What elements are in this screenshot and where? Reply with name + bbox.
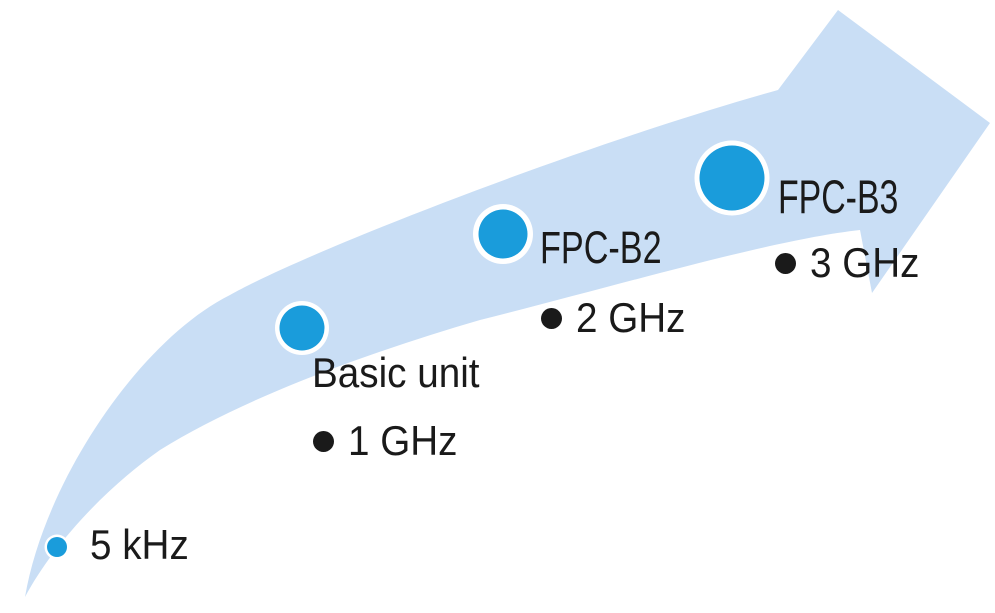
start-frequency-label: 5 kHz: [90, 521, 189, 568]
frequency-value: 2 GHz: [576, 294, 686, 341]
fpc-b3-label: FPC-B3: [778, 170, 899, 223]
basic-unit-label: Basic unit: [312, 349, 480, 396]
milestone-dot-basic-unit: [275, 301, 329, 355]
milestone-dot-fpc-b2: [473, 204, 533, 264]
frequency-value: 3 GHz: [810, 239, 920, 286]
milestone-dot-fpc-b3: [694, 140, 770, 216]
fpc-b2-label: FPC-B2: [540, 222, 662, 273]
bullet-icon: [541, 307, 562, 329]
milestone-dot-5khz: [44, 534, 70, 560]
fpc-b2-frequency: 2 GHz: [541, 297, 695, 339]
fpc-b3-frequency: 3 GHz: [775, 242, 929, 284]
dot-icon: [699, 145, 765, 211]
dot-icon: [47, 537, 67, 557]
basic-unit-frequency: 1 GHz: [313, 420, 467, 462]
dot-icon: [279, 305, 325, 351]
dot-icon: [478, 209, 528, 259]
frequency-value: 1 GHz: [348, 417, 458, 464]
bullet-icon: [775, 252, 796, 274]
arrow-swoosh: [25, 10, 990, 597]
bullet-icon: [313, 430, 334, 452]
